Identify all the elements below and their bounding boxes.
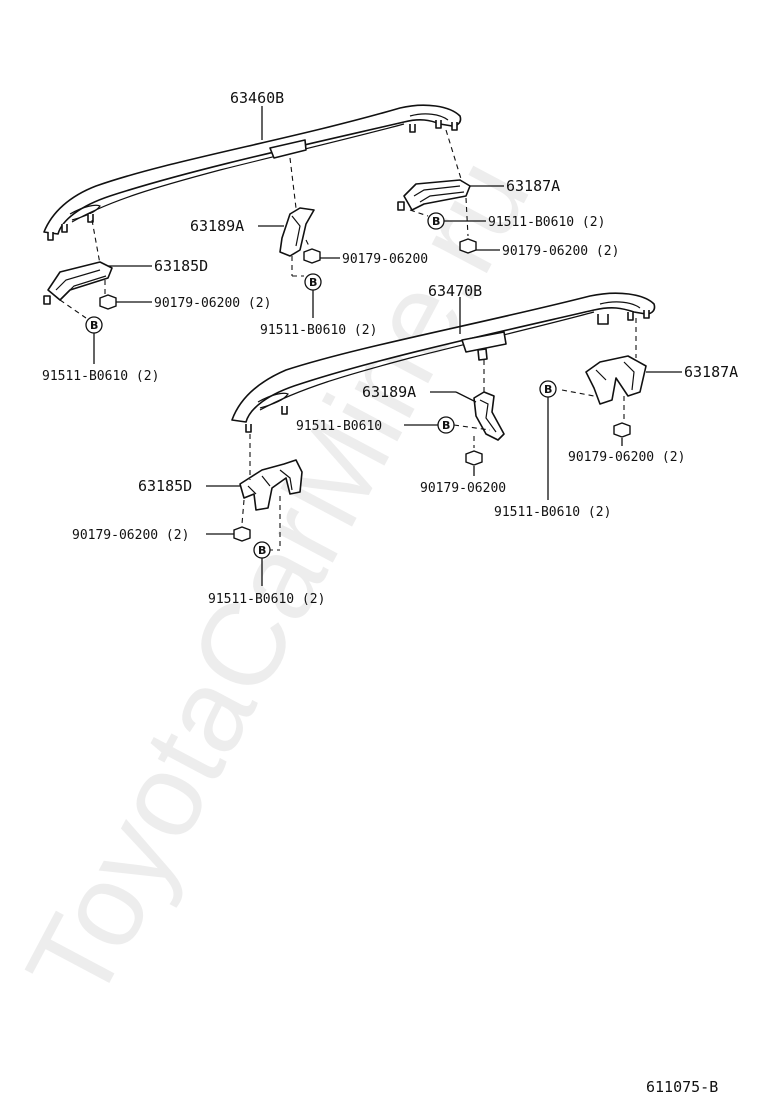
label-nut-lower-mid: 90179-06200 — [420, 481, 506, 496]
label-63189A-upper: 63189A — [190, 217, 244, 235]
bolt-symbol-lower-mid: B — [437, 416, 455, 434]
bracket-63187A-upper[interactable] — [397, 179, 471, 211]
roof-rail-lower[interactable] — [231, 292, 656, 433]
roof-rail-upper[interactable] — [43, 104, 462, 241]
label-nut-upper-right: 90179-06200 (2) — [502, 244, 619, 259]
nut-lower-left[interactable] — [233, 526, 251, 542]
svg-text:B: B — [90, 319, 98, 332]
nut-upper-mid[interactable] — [303, 248, 321, 264]
label-nut-upper-mid: 90179-06200 — [342, 252, 428, 267]
svg-text:B: B — [442, 419, 450, 432]
bracket-63185D-upper[interactable] — [43, 261, 113, 305]
label-63185D-lower: 63185D — [138, 477, 192, 495]
label-bolt-lower-left: 91511-B0610 (2) — [208, 592, 325, 607]
bracket-63185D-lower[interactable] — [239, 459, 303, 511]
label-63185D-upper: 63185D — [154, 257, 208, 275]
bolt-symbol-upper-left: B — [85, 316, 103, 334]
nut-lower-mid[interactable] — [465, 450, 483, 466]
bracket-63189A-lower[interactable] — [473, 391, 505, 441]
label-nut-lower-right: 90179-06200 (2) — [568, 450, 685, 465]
svg-text:B: B — [309, 276, 317, 289]
bolt-symbol-upper-mid: B — [304, 273, 322, 291]
nut-upper-right[interactable] — [459, 238, 477, 254]
label-63189A-lower: 63189A — [362, 383, 416, 401]
label-63470B: 63470B — [428, 282, 482, 300]
bracket-63189A-upper[interactable] — [279, 207, 315, 257]
nut-lower-right[interactable] — [613, 422, 631, 438]
svg-text:B: B — [544, 383, 552, 396]
bracket-63187A-lower[interactable] — [585, 355, 647, 405]
label-63187A-upper: 63187A — [506, 177, 560, 195]
bolt-symbol-upper-right: B — [427, 212, 445, 230]
label-bolt-lower-right: 91511-B0610 (2) — [494, 505, 611, 520]
svg-text:B: B — [258, 544, 266, 557]
label-bolt-upper-left: 91511-B0610 (2) — [42, 369, 159, 384]
nut-upper-left[interactable] — [99, 294, 117, 310]
bolt-symbol-lower-left: B — [253, 541, 271, 559]
svg-text:B: B — [432, 215, 440, 228]
label-bolt-lower-mid: 91511-B0610 — [296, 419, 382, 434]
label-bolt-upper-mid: 91511-B0610 (2) — [260, 323, 377, 338]
label-63187A-lower: 63187A — [684, 363, 738, 381]
label-63460B: 63460B — [230, 89, 284, 107]
label-nut-upper-left: 90179-06200 (2) — [154, 296, 271, 311]
bolt-symbol-lower-right: B — [539, 380, 557, 398]
label-nut-lower-left: 90179-06200 (2) — [72, 528, 189, 543]
label-bolt-upper-right: 91511-B0610 (2) — [488, 215, 605, 230]
diagram-code: 611075-B — [646, 1078, 718, 1096]
